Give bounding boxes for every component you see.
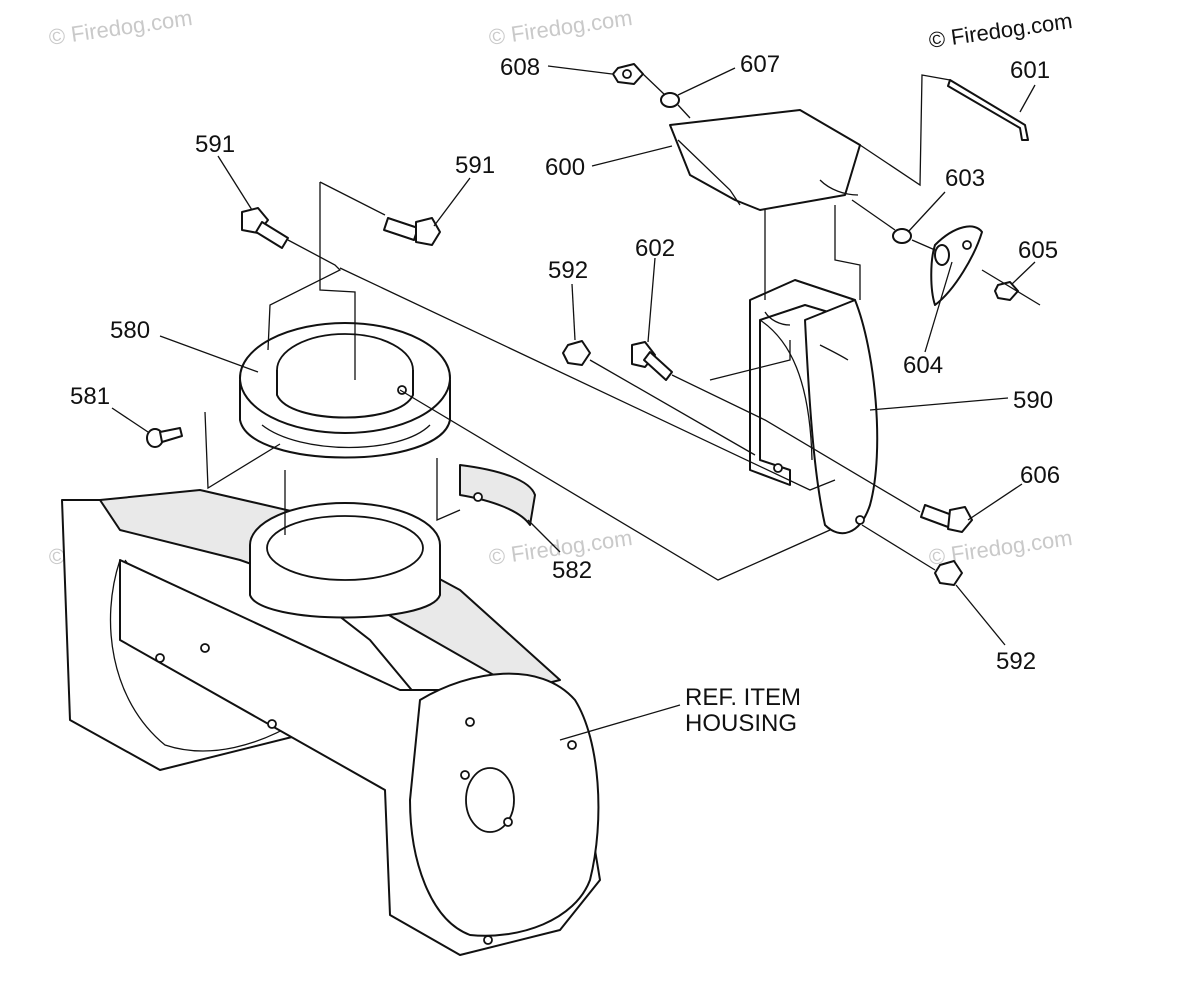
callout-600: 600	[545, 154, 585, 181]
nut-592-upper	[562, 340, 591, 366]
assembly-lines	[204, 73, 1041, 581]
bolt-602	[631, 341, 673, 381]
callout-592-lower: 592	[996, 648, 1036, 675]
callout-591-right: 591	[455, 152, 495, 179]
callout-582: 582	[552, 557, 592, 584]
callout-607: 607	[740, 51, 780, 78]
nut-592-lower	[934, 560, 963, 586]
housing	[61, 489, 601, 956]
callout-580: 580	[110, 317, 150, 344]
callout-608: 608	[500, 54, 540, 81]
reference-line-1: REF. ITEM	[685, 684, 801, 711]
part-600-bracket	[669, 109, 861, 211]
pin-601	[947, 79, 1029, 141]
callout-590: 590	[1013, 387, 1053, 414]
watermark-top-right: © Firedog.com	[927, 8, 1074, 53]
callout-602: 602	[635, 235, 675, 262]
callout-581: 581	[70, 383, 110, 410]
callout-591-left: 591	[195, 131, 235, 158]
part-580-ring	[239, 322, 451, 459]
watermark-top-left: © Firedog.com	[47, 5, 194, 50]
part-604-knob	[930, 225, 983, 306]
callout-605: 605	[1018, 237, 1058, 264]
callout-606: 606	[1020, 462, 1060, 489]
washer-607	[660, 92, 680, 108]
bolt-606	[920, 504, 973, 533]
part-590-bracket	[749, 279, 879, 535]
leader-lines	[111, 65, 1036, 741]
callout-603: 603	[945, 165, 985, 192]
part-582-deflector	[459, 464, 536, 526]
callout-592-upper: 592	[548, 257, 588, 284]
bolt-591-right	[383, 217, 441, 246]
screw-581	[146, 427, 183, 448]
nut-605	[994, 281, 1019, 301]
watermark-top-center: © Firedog.com	[487, 5, 634, 50]
callout-601: 601	[1010, 57, 1050, 84]
callout-604: 604	[903, 352, 943, 379]
reference-label: REF. ITEM HOUSING	[685, 684, 801, 737]
fasteners	[146, 63, 1029, 586]
reference-line-2: HOUSING	[685, 710, 797, 737]
washer-603	[892, 228, 912, 244]
bolt-591-left	[241, 207, 289, 249]
callout-labels: 608 607 601 591 591 600 603 592 602 605 …	[70, 51, 1060, 675]
